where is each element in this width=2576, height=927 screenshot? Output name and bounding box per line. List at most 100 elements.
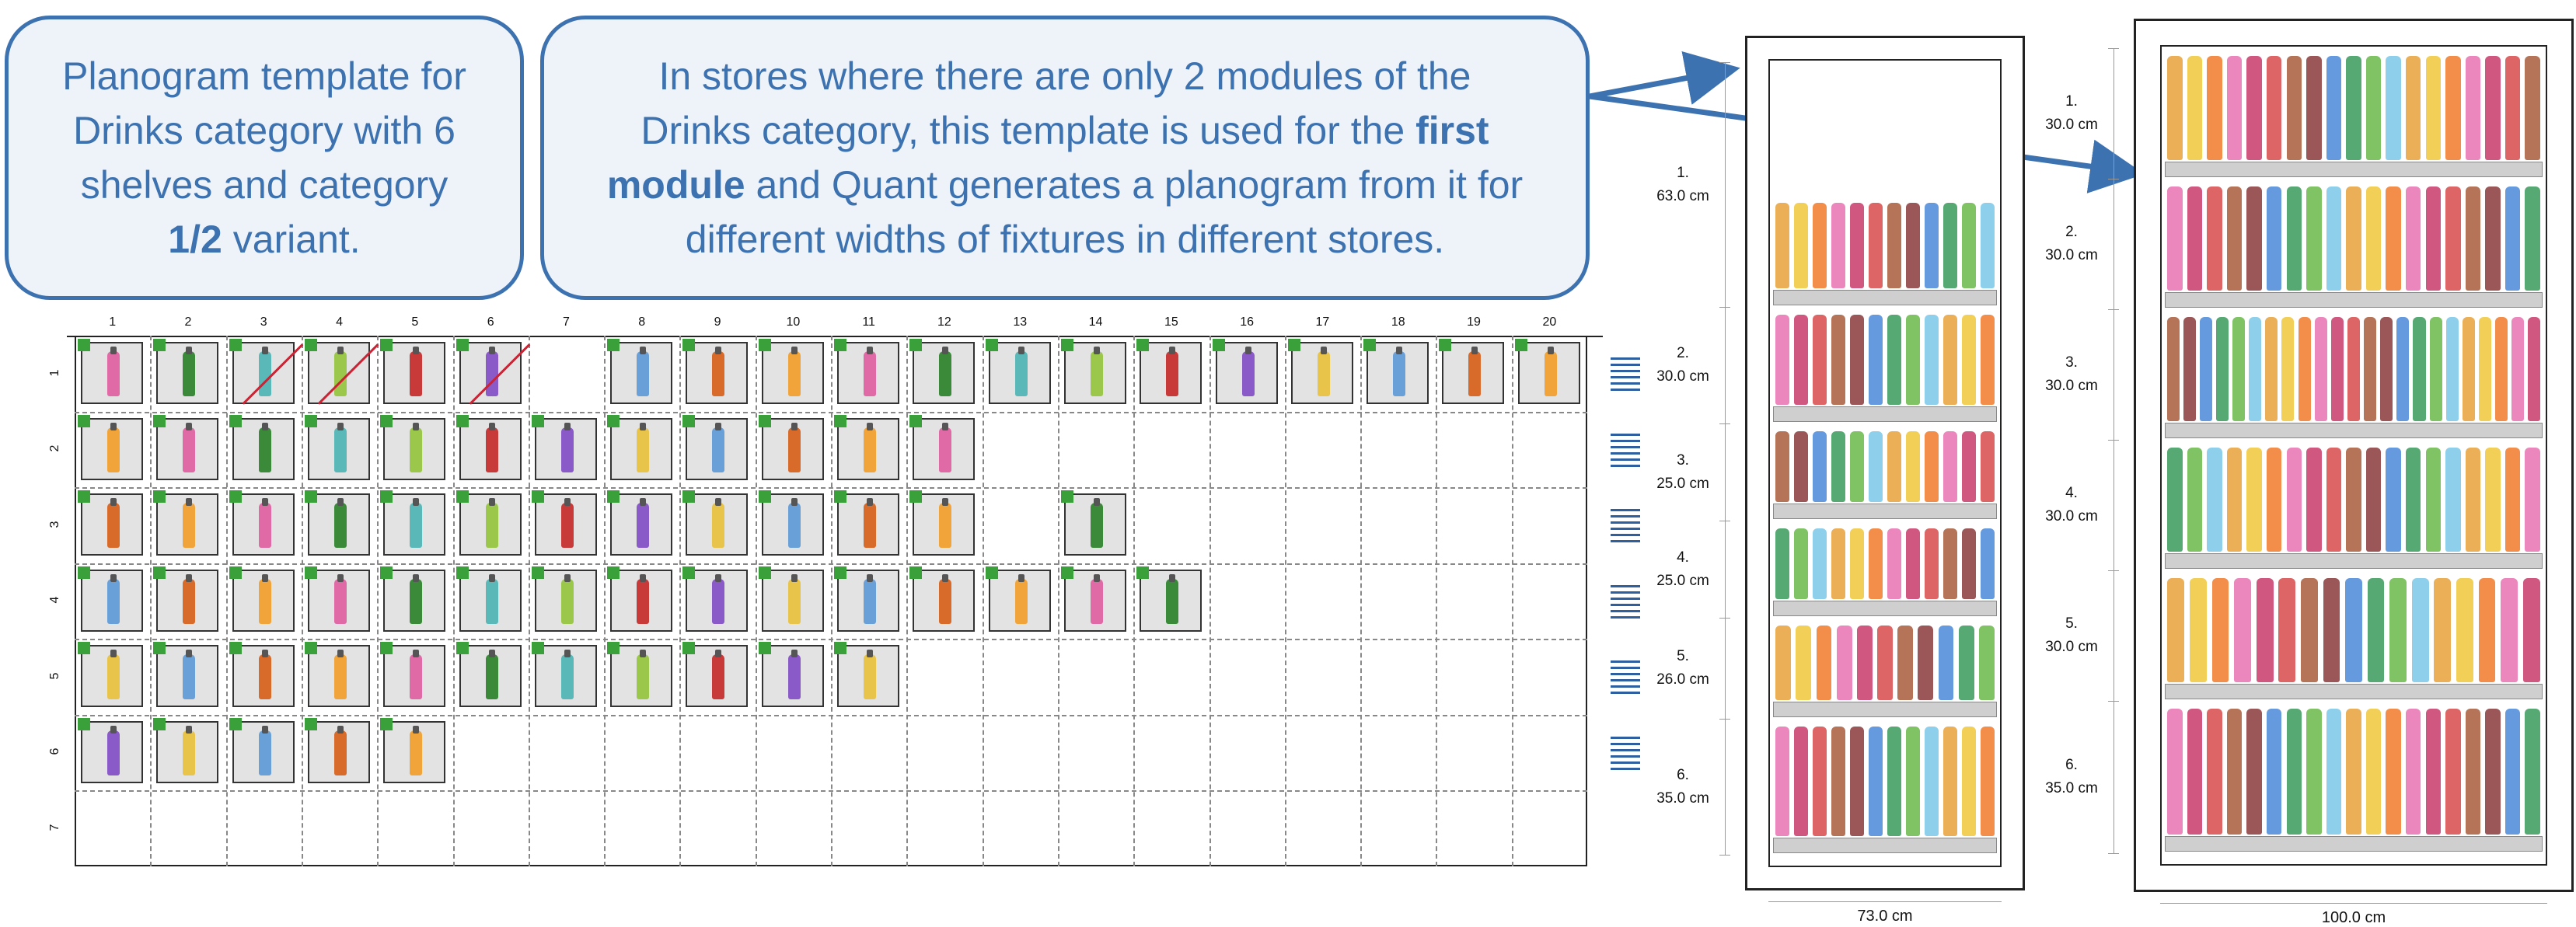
template-product-slot[interactable] (531, 642, 597, 707)
product-bottle[interactable] (2345, 578, 2362, 682)
template-product-slot[interactable] (304, 339, 379, 405)
product-bottle[interactable] (1775, 727, 1790, 836)
product-bottle[interactable] (2434, 578, 2452, 682)
product-bottle[interactable] (2386, 56, 2401, 160)
product-bottle[interactable] (2326, 709, 2342, 835)
product-bottle[interactable] (2445, 709, 2461, 835)
product-bottle[interactable] (2528, 317, 2541, 421)
product-bottle[interactable] (2367, 578, 2385, 682)
product-bottle[interactable] (2190, 578, 2207, 682)
product-bottle[interactable] (2246, 709, 2262, 835)
product-bottle[interactable] (2286, 56, 2302, 160)
product-bottle[interactable] (1980, 528, 1995, 599)
product-bottle[interactable] (1958, 626, 1974, 700)
template-product-slot[interactable] (1212, 339, 1278, 404)
product-bottle[interactable] (2314, 317, 2327, 421)
product-bottle[interactable] (1887, 315, 1902, 405)
product-bottle[interactable] (1924, 528, 1939, 599)
template-product-slot[interactable] (229, 414, 295, 480)
product-bottle[interactable] (2286, 186, 2302, 291)
product-bottle[interactable] (2199, 317, 2212, 421)
product-bottle[interactable] (2364, 317, 2377, 421)
product-bottle[interactable] (2504, 56, 2521, 160)
template-product-slot[interactable] (909, 566, 976, 632)
template-product-slot[interactable] (304, 414, 370, 480)
product-bottle[interactable] (1849, 727, 1865, 836)
template-product-slot[interactable] (78, 642, 143, 707)
template-product-slot[interactable] (304, 566, 370, 632)
template-product-slot[interactable] (229, 490, 295, 556)
product-bottle[interactable] (1775, 431, 1790, 502)
template-product-slot[interactable] (456, 414, 522, 480)
product-bottle[interactable] (1849, 528, 1865, 599)
product-bottle[interactable] (1961, 203, 1977, 288)
product-bottle[interactable] (2187, 56, 2203, 160)
shelf-settings-icon[interactable] (1611, 584, 1640, 622)
product-bottle[interactable] (2266, 709, 2282, 835)
product-bottle[interactable] (1961, 528, 1977, 599)
product-bottle[interactable] (1877, 626, 1893, 700)
product-bottle[interactable] (1793, 203, 1809, 288)
product-bottle[interactable] (1775, 203, 1790, 288)
template-product-slot[interactable] (380, 566, 446, 632)
template-product-slot[interactable] (834, 339, 899, 404)
product-bottle[interactable] (2266, 186, 2282, 291)
template-product-slot[interactable] (758, 642, 824, 707)
product-bottle[interactable] (2347, 317, 2361, 421)
product-bottle[interactable] (2425, 709, 2442, 835)
template-product-slot[interactable] (456, 339, 530, 405)
product-bottle[interactable] (2495, 317, 2508, 421)
product-bottle[interactable] (1942, 431, 1958, 502)
product-bottle[interactable] (1961, 431, 1977, 502)
template-product-slot[interactable] (758, 339, 824, 404)
product-bottle[interactable] (1793, 431, 1809, 502)
template-product-slot[interactable] (909, 339, 976, 404)
product-bottle[interactable] (2485, 186, 2501, 291)
product-bottle[interactable] (2386, 186, 2401, 291)
product-bottle[interactable] (2365, 56, 2382, 160)
template-product-slot[interactable] (834, 566, 899, 632)
product-bottle[interactable] (2413, 317, 2426, 421)
product-bottle[interactable] (1793, 315, 1809, 405)
product-bottle[interactable] (1938, 626, 1954, 700)
product-bottle[interactable] (2346, 56, 2361, 160)
template-product-slot[interactable] (456, 566, 522, 632)
template-product-slot[interactable] (1060, 339, 1126, 404)
product-bottle[interactable] (2504, 448, 2521, 552)
template-product-slot[interactable] (78, 566, 143, 632)
product-bottle[interactable] (2504, 186, 2521, 291)
product-bottle[interactable] (2386, 709, 2401, 835)
product-bottle[interactable] (2306, 56, 2322, 160)
product-bottle[interactable] (2266, 448, 2282, 552)
product-bottle[interactable] (2346, 186, 2361, 291)
product-bottle[interactable] (2365, 448, 2382, 552)
template-product-slot[interactable] (682, 339, 749, 404)
template-product-slot[interactable] (531, 566, 597, 632)
product-bottle[interactable] (1812, 727, 1827, 836)
product-bottle[interactable] (1905, 528, 1921, 599)
template-product-slot[interactable] (78, 490, 143, 556)
product-bottle[interactable] (1812, 431, 1827, 502)
product-bottle[interactable] (2286, 448, 2302, 552)
product-bottle[interactable] (2281, 317, 2295, 421)
product-bottle[interactable] (2326, 448, 2342, 552)
product-bottle[interactable] (1796, 626, 1812, 700)
template-product-slot[interactable] (985, 339, 1051, 404)
template-product-slot[interactable] (1363, 339, 1429, 404)
product-bottle[interactable] (1775, 626, 1792, 700)
product-bottle[interactable] (2445, 448, 2461, 552)
product-bottle[interactable] (2207, 709, 2222, 835)
product-bottle[interactable] (2278, 578, 2296, 682)
template-product-slot[interactable] (456, 490, 522, 556)
product-bottle[interactable] (2525, 186, 2540, 291)
product-bottle[interactable] (2167, 578, 2185, 682)
product-bottle[interactable] (2249, 317, 2262, 421)
product-bottle[interactable] (2465, 186, 2481, 291)
product-bottle[interactable] (2167, 56, 2183, 160)
product-bottle[interactable] (1942, 528, 1958, 599)
product-bottle[interactable] (2525, 448, 2540, 552)
template-product-slot[interactable] (1136, 566, 1202, 632)
product-bottle[interactable] (2298, 317, 2311, 421)
product-bottle[interactable] (2365, 709, 2382, 835)
product-bottle[interactable] (1942, 203, 1958, 288)
